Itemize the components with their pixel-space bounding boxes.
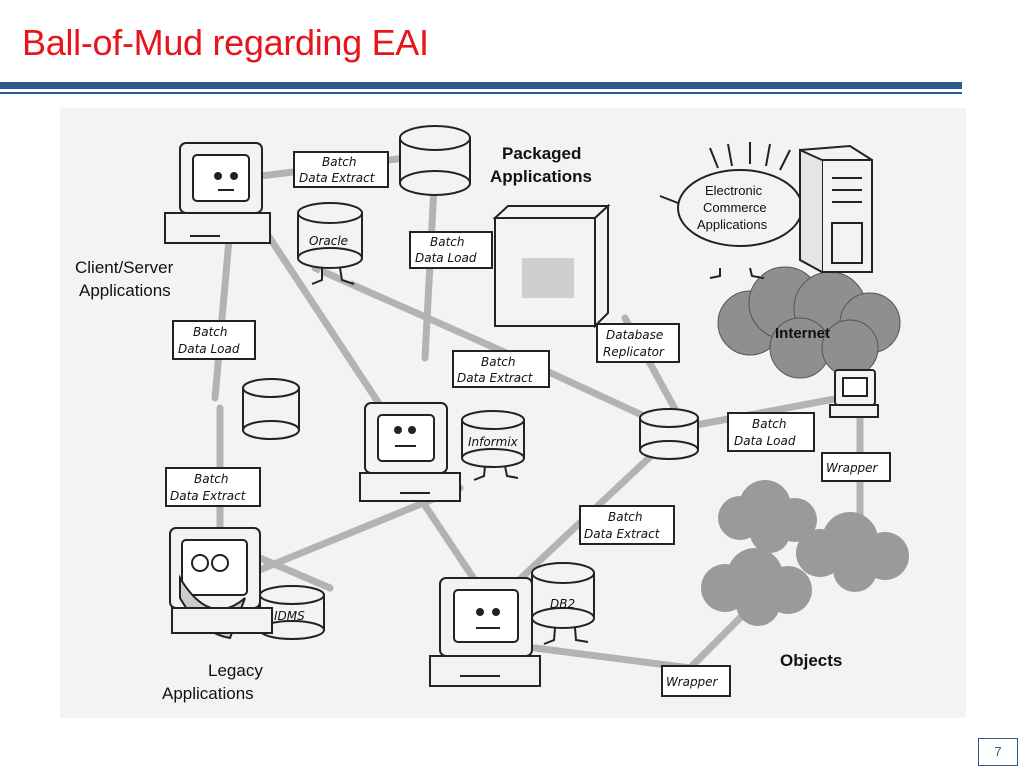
client-server-computer [164, 142, 271, 244]
informix-label: Informix [468, 435, 519, 449]
connector-line: Data Load [415, 251, 477, 265]
client-server-label-line1: Client/Server [75, 258, 174, 277]
mid-right-cylinder [639, 408, 699, 460]
internet-cloud [717, 266, 901, 379]
mid-left-cylinder [242, 378, 300, 440]
informix-database [461, 410, 525, 468]
line-legacy-idms [256, 554, 334, 592]
connector-batch-load-left: Batch Data Load [172, 320, 256, 360]
title-rule-thin [0, 92, 962, 94]
connector-line: Data Extract [457, 371, 534, 385]
connector-line: Data Extract [299, 171, 376, 185]
internet-terminal [829, 369, 879, 418]
client-server-label-line2: Applications [79, 281, 171, 300]
connector-line: Data Extract [170, 489, 247, 503]
object-cloud-3 [701, 548, 812, 626]
connector-line: Data Load [178, 342, 240, 356]
connector-batch-extract-center: Batch Data Extract [452, 350, 550, 388]
connector-line: Batch [608, 510, 643, 524]
internet-label: Internet [775, 325, 830, 342]
object-cloud-1 [718, 480, 817, 553]
connector-line: Batch [322, 155, 357, 169]
legacy-label-line2: Applications [162, 684, 254, 703]
connector-line: Batch [752, 417, 787, 431]
line-informix-db2 [416, 494, 484, 592]
connector-batch-load-right: Batch Data Load [727, 412, 815, 452]
objects-label: Objects [780, 651, 842, 670]
connector-line: Batch [481, 355, 516, 369]
idms-database [259, 585, 325, 640]
oracle-database [297, 202, 363, 269]
connector-line: Batch [430, 235, 465, 249]
legacy-computer [169, 527, 273, 640]
connector-line: Replicator [603, 345, 665, 359]
connector-batch-extract-top: Batch Data Extract [293, 151, 389, 188]
db2-label: DB2 [550, 597, 575, 611]
central-computer [359, 402, 461, 502]
packaged-label-line1: Packaged [502, 144, 581, 163]
connector-line: Database [606, 328, 663, 342]
connector-batch-extract-left: Batch Data Extract [165, 467, 261, 507]
connector-line: Batch [194, 472, 229, 486]
ecommerce-label-line3: Applications [697, 217, 768, 232]
packaged-label-line2: Applications [490, 167, 592, 186]
ecommerce-label-line1: Electronic [705, 183, 763, 198]
tower-server [799, 144, 873, 273]
database-feet [311, 267, 765, 645]
connector-batch-load-top: Batch Data Load [409, 231, 493, 269]
db2-database [531, 562, 595, 629]
ecommerce-label-line2: Commerce [703, 200, 767, 215]
connector-line: Data Load [734, 434, 796, 448]
top-cylinder [399, 125, 471, 196]
connector-database-replicator: Database Replicator [596, 323, 680, 363]
connector-line: Wrapper [826, 461, 879, 475]
connector-batch-extract-bottom: Batch Data Extract [579, 505, 675, 545]
oracle-label: Oracle [309, 234, 348, 248]
object-cloud-2 [796, 512, 909, 592]
line-client-midcyl [211, 224, 234, 402]
packaged-app-box [492, 203, 611, 329]
connector-line: Batch [193, 325, 228, 339]
connector-line: Data Extract [584, 527, 661, 541]
ball-of-mud-diagram: Client/Server Applications Packaged Appl… [60, 108, 966, 718]
legacy-label-line1: Legacy [208, 661, 263, 680]
page-number: 7 [978, 738, 1018, 766]
idms-label: IDMS [274, 609, 305, 623]
bottom-computer [429, 577, 541, 687]
slide-title: Ball-of-Mud regarding EAI [22, 22, 429, 63]
connector-wrapper-right: Wrapper [821, 452, 891, 482]
connector-line: Wrapper [666, 675, 719, 689]
title-rule-thick [0, 82, 962, 89]
line-db2-wrapper [531, 644, 694, 672]
connector-wrapper-bottom: Wrapper [661, 665, 731, 697]
